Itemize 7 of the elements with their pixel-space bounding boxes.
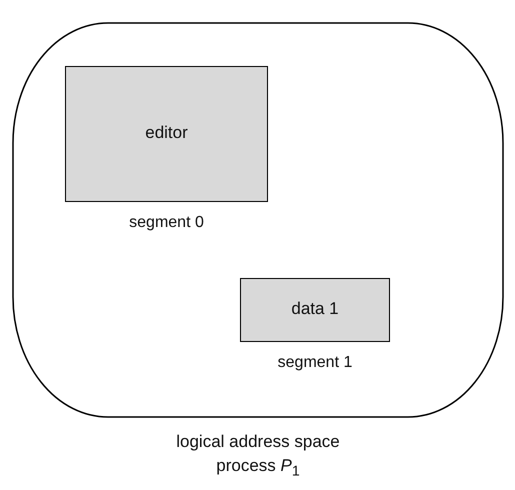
- segment-box: [240, 278, 390, 342]
- segment-box: [65, 66, 268, 202]
- segment-label: segment 1: [276, 354, 354, 372]
- region-caption: logical address space process P$_{1}$: [175, 431, 341, 482]
- segment-name: data 1: [290, 299, 340, 319]
- segment-name: editor: [144, 123, 189, 143]
- segment-label: segment 0: [128, 214, 205, 232]
